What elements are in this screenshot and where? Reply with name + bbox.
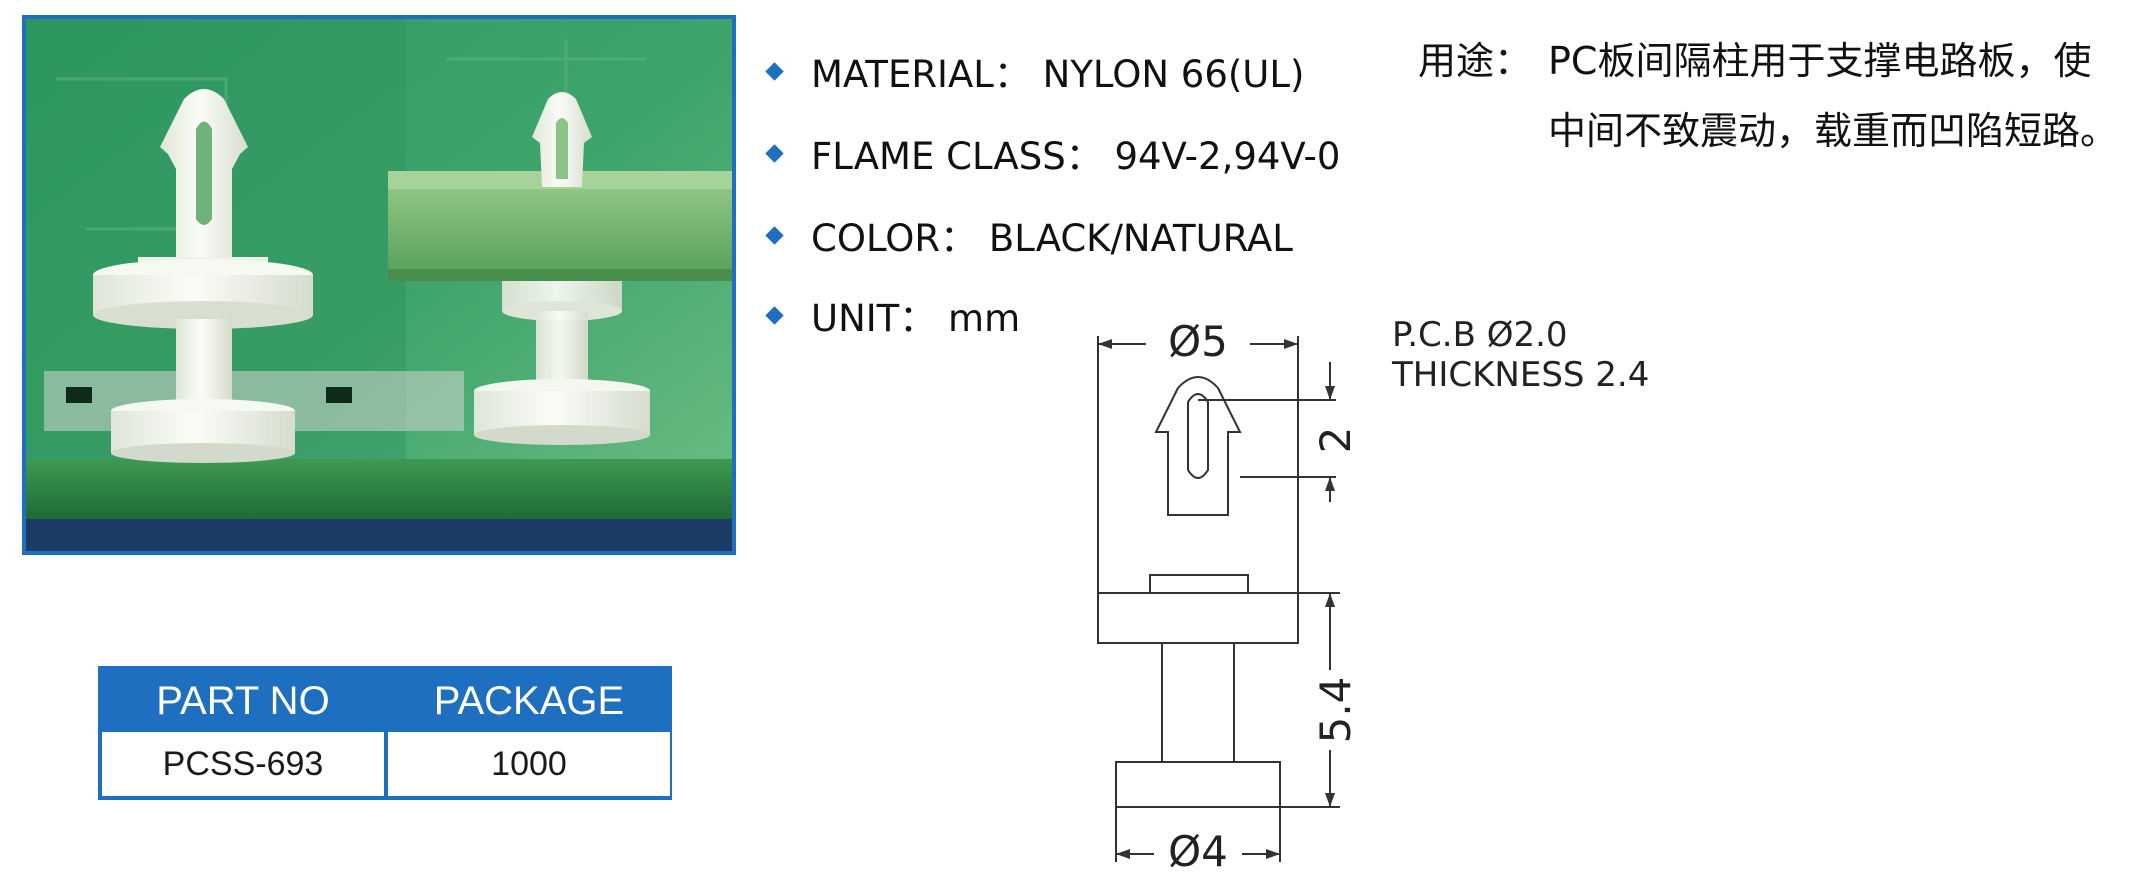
spacer-upper-collar [1149, 574, 1249, 594]
pcb-hole-label: P.C.B Ø2.0 [1392, 315, 1568, 355]
dim-body-height: 5.4 [1311, 677, 1360, 744]
table-header-package: PACKAGE [388, 670, 670, 732]
spacer-tip-outline [1154, 376, 1242, 516]
spec-unit: UNIT： mm [760, 276, 1340, 354]
spec-color-text: COLOR： BLACK/NATURAL [811, 217, 1293, 260]
dim-tip-height: 2 [1311, 427, 1360, 454]
usage-text: PC板间隔柱用于支撑电路板，使中间不致震动，载重而凹陷短路。 [1548, 39, 2119, 153]
right-spacer [474, 92, 650, 445]
spec-color: COLOR： BLACK/NATURAL [760, 194, 1340, 276]
spec-material: MATERIAL： NYLON 66(UL) [760, 30, 1340, 112]
diamond-bullet-icon [765, 61, 784, 81]
table-header-part-no: PART NO [102, 670, 384, 732]
table-cell-package: 1000 [388, 732, 670, 796]
spec-material-text: MATERIAL： NYLON 66(UL) [811, 53, 1305, 96]
diamond-bullet-icon [765, 225, 784, 245]
left-spacer [93, 89, 313, 463]
product-photo [22, 15, 736, 555]
dim-bottom-diameter: Ø4 [1168, 827, 1228, 876]
dim-top-diameter: Ø5 [1168, 317, 1228, 366]
part-table: PART NO PACKAGE PCSS-693 1000 [98, 666, 672, 800]
usage-label: 用途： [1418, 39, 1533, 83]
spacer-upper-flange [1097, 592, 1299, 644]
diamond-bullet-icon [765, 305, 784, 325]
spec-unit-text: UNIT： mm [811, 297, 1021, 340]
pcb-spacer-photo-illustration [26, 19, 732, 551]
spacer-dimension-drawing: Ø5 Ø4 2 5.4 P.C.B Ø2.0 THICKNESS 2.4 [1097, 315, 1649, 876]
spacer-shaft [1161, 642, 1235, 763]
spacer-base-flange [1115, 761, 1281, 808]
technical-drawing: Ø5 Ø4 2 5.4 P.C.B Ø2.0 THICKNESS 2.4 [1050, 300, 1670, 884]
diamond-bullet-icon [765, 143, 784, 163]
pcb-thickness-label: THICKNESS 2.4 [1391, 355, 1649, 395]
spacer-tip-slot [1187, 393, 1209, 479]
spec-flame-class: FLAME CLASS： 94V-2,94V-0 [760, 112, 1340, 194]
spec-flame-class-text: FLAME CLASS： 94V-2,94V-0 [811, 135, 1341, 178]
spec-list: MATERIAL： NYLON 66(UL) FLAME CLASS： 94V-… [760, 30, 1340, 354]
table-cell-part-no: PCSS-693 [102, 732, 384, 796]
